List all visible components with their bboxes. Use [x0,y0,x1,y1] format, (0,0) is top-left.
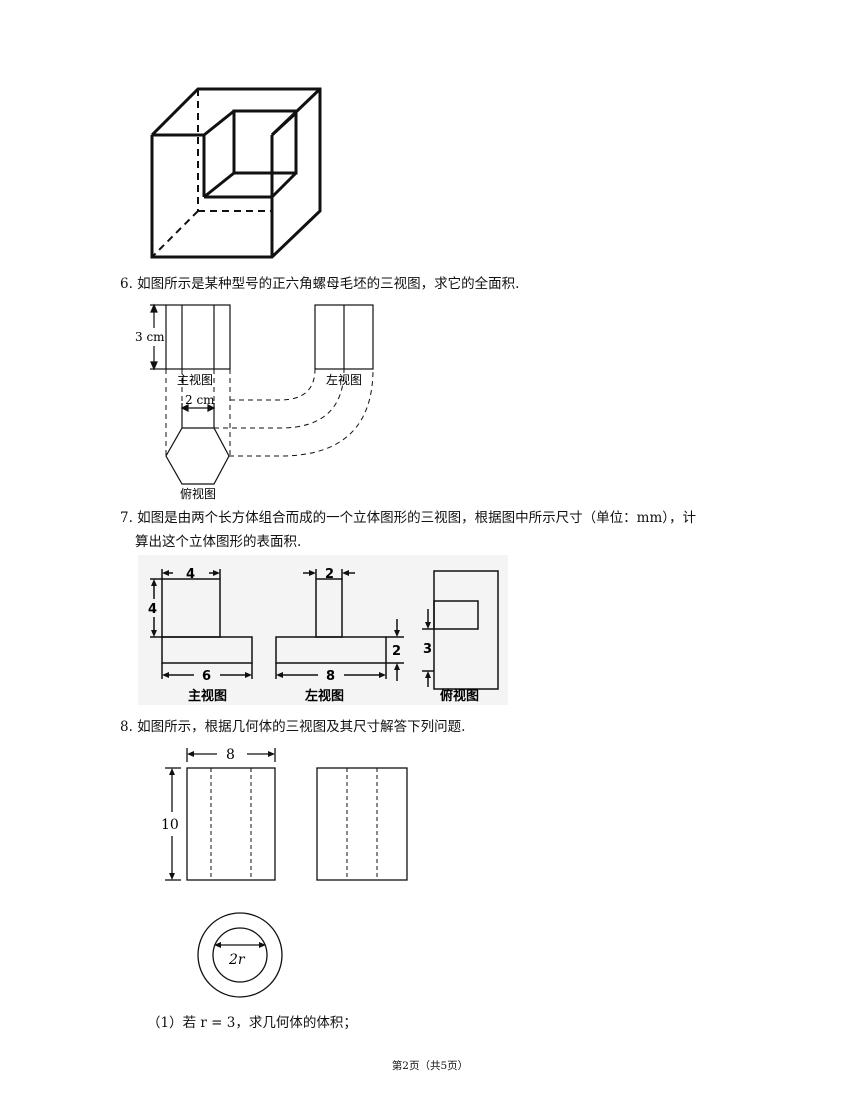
hollow-cylinder-three-views: 8 10 2r [161,747,408,998]
left-view-label: 左视图 [326,372,362,387]
question-6: 6. 如图所示是某种型号的正六角螺母毛坯的三视图，求它的全面积. [120,276,520,292]
hex-nut-three-views: 3 cm 2 cm 主视图 左视图 俯视图 [135,303,374,501]
dim-front-top-height: 4 [148,602,157,617]
cube-cutout-figure [150,87,322,259]
question-7-line2: 算出这个立体图形的表面积. [135,534,302,550]
dim-width-label: 2 cm [185,393,215,407]
dim-left-top-width: 2 [325,567,334,582]
dim-top-offset: 3 [423,642,432,657]
top-view-label: 俯视图 [440,688,479,704]
question-7-line1: 7. 如图是由两个长方体组合而成的一个立体图形的三视图，根据图中所示尺寸（单位：… [120,510,697,526]
top-view-label: 俯视图 [180,486,216,501]
dim-height-label: 3 cm [135,330,165,344]
dim-front-base-width: 6 [202,669,211,684]
dim-left-base-height: 2 [392,644,401,659]
dim-front-top-width: 4 [186,567,195,582]
page-footer: 第2页（共5页） [391,1060,469,1072]
dim-width-8: 8 [226,747,235,763]
dim-diameter-2r: 2r [228,952,246,968]
question-8-sub-1: （1）若 r = 3，求几何体的体积； [147,1015,357,1031]
front-view-label: 主视图 [188,688,227,704]
front-view-label: 主视图 [177,372,213,387]
dim-height-10: 10 [161,817,179,833]
question-8: 8. 如图所示，根据几何体的三视图及其尺寸解答下列问题. [120,719,466,735]
dim-left-base-width: 8 [326,669,335,684]
cuboid-three-views: 4 4 6 2 8 2 3 主视图 左视图 俯视图 [138,555,508,705]
left-view-label: 左视图 [305,688,344,704]
